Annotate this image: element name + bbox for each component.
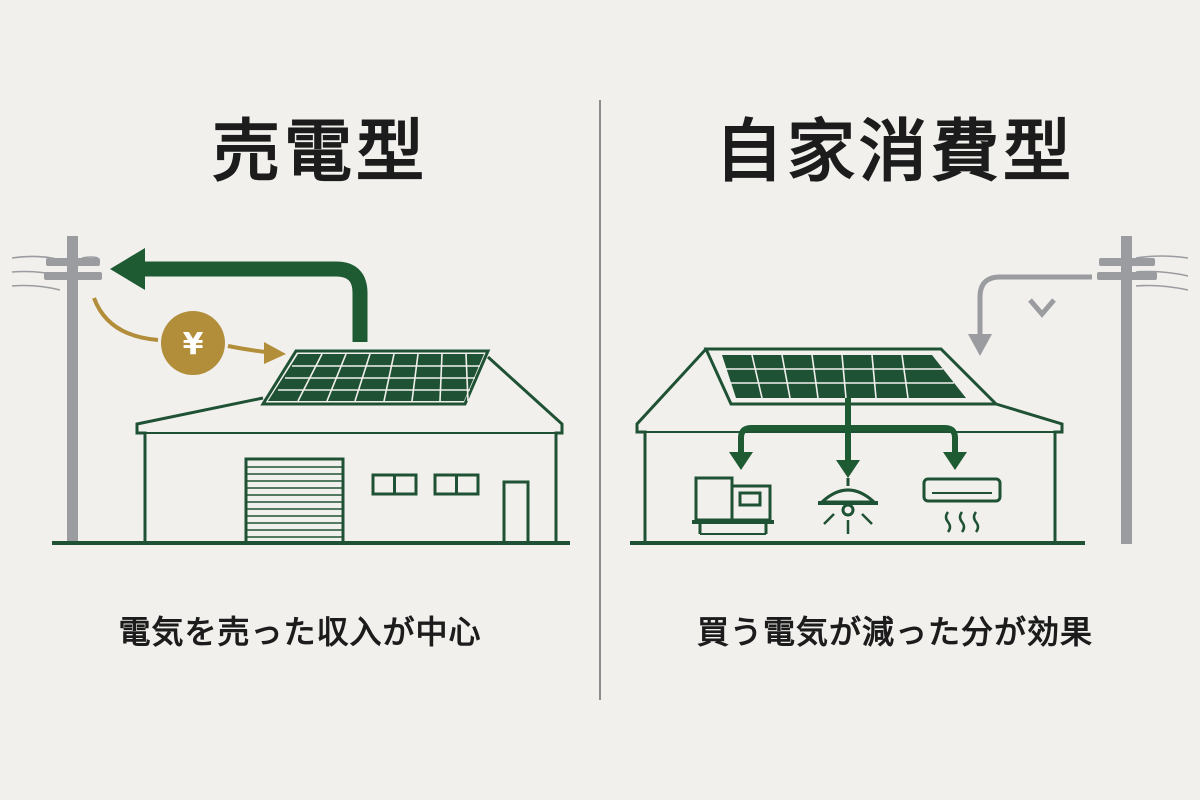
- self-consumption-arrows: [738, 398, 958, 460]
- machine-icon: [692, 476, 774, 535]
- left-solar-panel-icon: [268, 353, 484, 402]
- self-consumption-arrow-heads: [729, 452, 967, 478]
- caption-sell-type: 電気を売った収入が中心: [118, 613, 482, 651]
- right-solar-panel-icon: [722, 354, 966, 399]
- buy-arrow-head: [968, 334, 992, 356]
- air-conditioner-icon: [922, 477, 1002, 533]
- reduction-chevron-icon: [1028, 298, 1056, 318]
- payment-curve-arrow: [92, 297, 159, 342]
- payment-arrow-head: [264, 342, 286, 364]
- payment-dash-arrow: [227, 344, 267, 354]
- window-icon: [371, 473, 480, 496]
- sell-electricity-arrow: [140, 261, 368, 342]
- caption-self-consumption-type: 買う電気が減った分が効果: [696, 613, 1093, 651]
- buy-electricity-line: [977, 274, 1092, 340]
- shutter-door-icon: [244, 457, 345, 545]
- lamp-icon: [818, 478, 878, 534]
- left-utility-pole-icon: [11, 236, 102, 544]
- title-sell-type: 売電型: [211, 113, 428, 192]
- title-self-consumption-type: 自家消費型: [714, 113, 1075, 192]
- right-utility-pole-icon: [1097, 236, 1189, 544]
- sell-arrow-head: [110, 248, 145, 290]
- yen-coin-icon: ¥: [161, 311, 225, 375]
- door-icon: [502, 480, 530, 545]
- yen-symbol: ¥: [183, 327, 204, 362]
